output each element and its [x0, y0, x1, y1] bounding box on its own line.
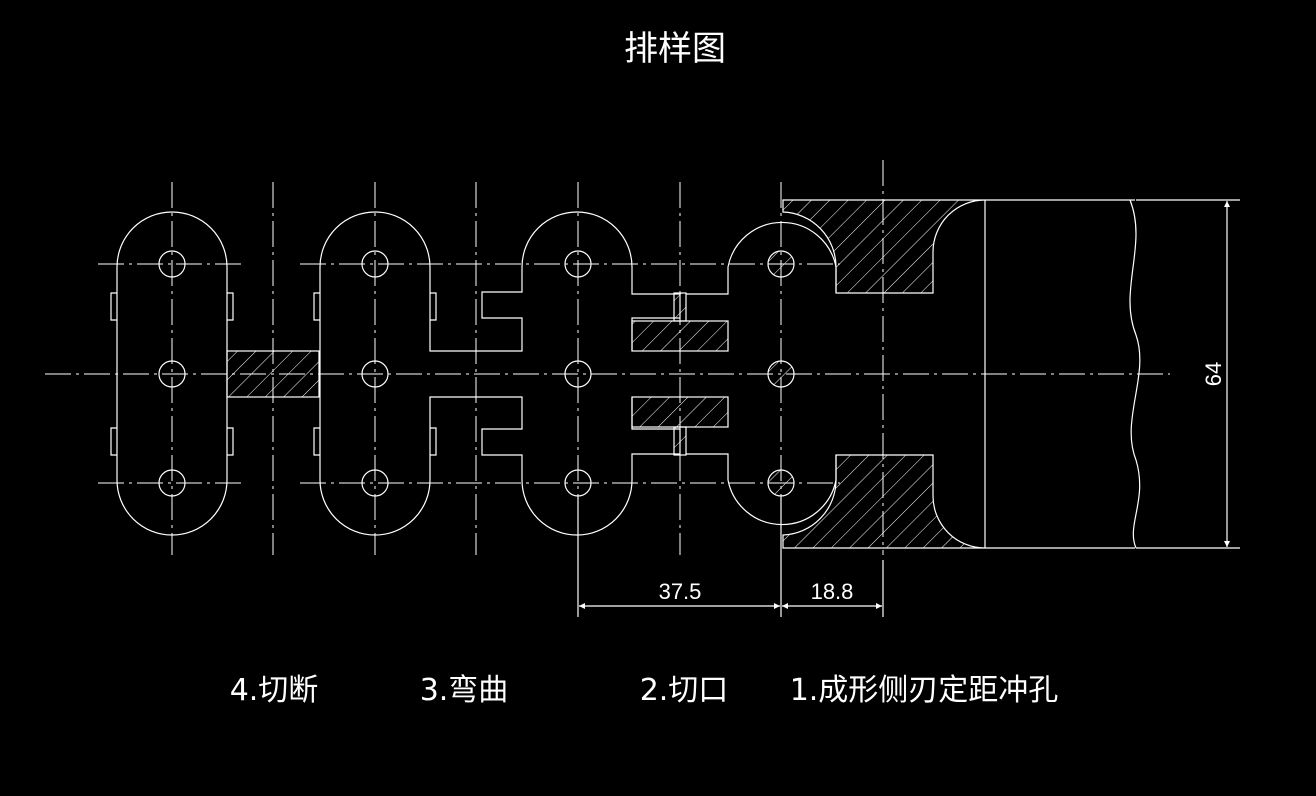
pierced-hole: [158, 469, 186, 497]
pierce-punch: [767, 250, 795, 278]
pierced-hole: [564, 360, 592, 388]
part-piercing: [767, 199, 986, 549]
side-edge-punch-lower: [782, 454, 986, 549]
part-bending: [313, 211, 681, 536]
notch-punch-lower: [631, 396, 729, 428]
pitch-value: 37.5: [659, 579, 702, 604]
strip-stock: [984, 199, 1141, 549]
pierce-punch: [767, 469, 795, 497]
station-label-notching: 2.切口: [640, 673, 729, 708]
strip-outline-lower: [319, 267, 681, 536]
station-label-cutoff: 4.切断: [230, 673, 319, 708]
pierced-hole: [158, 250, 186, 278]
side-tabs-upper: [110, 292, 234, 321]
dimension-pitch: 37.5 18.8: [577, 497, 884, 617]
side-edge-value: 18.8: [811, 579, 854, 604]
notch-punch-upper: [631, 320, 729, 352]
pierced-hole: [361, 360, 389, 388]
pierced-hole: [361, 250, 389, 278]
side-tabs-upper: [313, 292, 437, 321]
station-label-bending: 3.弯曲: [420, 673, 509, 708]
side-tabs-lower: [313, 427, 437, 456]
pierced-hole: [361, 469, 389, 497]
dimension-strip-width: 64: [1136, 199, 1240, 549]
station-label-piercing: 1.成形侧刃定距冲孔: [790, 673, 1059, 708]
strip-width-value: 64: [1201, 362, 1226, 386]
break-line: [1129, 199, 1141, 549]
station-labels: 4.切断 3.弯曲 2.切口 1.成形侧刃定距冲孔: [230, 673, 1059, 708]
pierced-hole: [564, 250, 592, 278]
next-part-outline-lower: [686, 453, 837, 526]
drawing-title: 排样图: [624, 29, 726, 69]
pierce-punch: [767, 360, 795, 388]
side-edge-punch-upper: [782, 199, 986, 294]
next-part-outline-upper: [686, 221, 837, 295]
notch-slit-upper: [673, 292, 687, 322]
part-cutoff: [110, 211, 320, 536]
horizontal-center-lines: [45, 263, 1170, 484]
blank-outline: [116, 211, 228, 536]
notch-slit-lower: [673, 426, 687, 456]
pierced-hole: [564, 469, 592, 497]
part-notching: [564, 221, 837, 526]
pierced-hole: [158, 360, 186, 388]
strip-outline-upper: [319, 211, 681, 352]
cutoff-punch-section: [226, 350, 320, 398]
side-tabs-lower: [110, 427, 234, 456]
